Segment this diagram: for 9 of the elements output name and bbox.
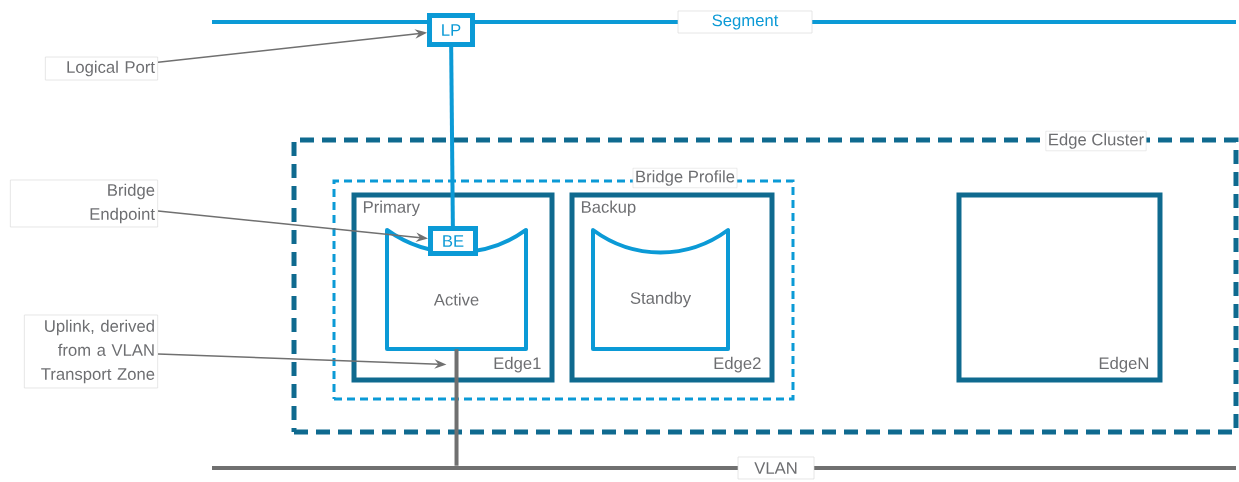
port-box: LP [427,13,475,47]
callout-text: Uplink, derived from a VLAN Transport Zone [24,314,158,389]
connector-line [454,349,459,466]
callout-text: Logical Port [45,56,158,81]
connector-line [449,46,455,227]
port-box: BE [428,226,478,256]
network-line: VLAN [212,456,1236,480]
callout-text: Bridge Endpoint [10,179,158,228]
edge-node-box: EdgeN [956,192,1163,383]
